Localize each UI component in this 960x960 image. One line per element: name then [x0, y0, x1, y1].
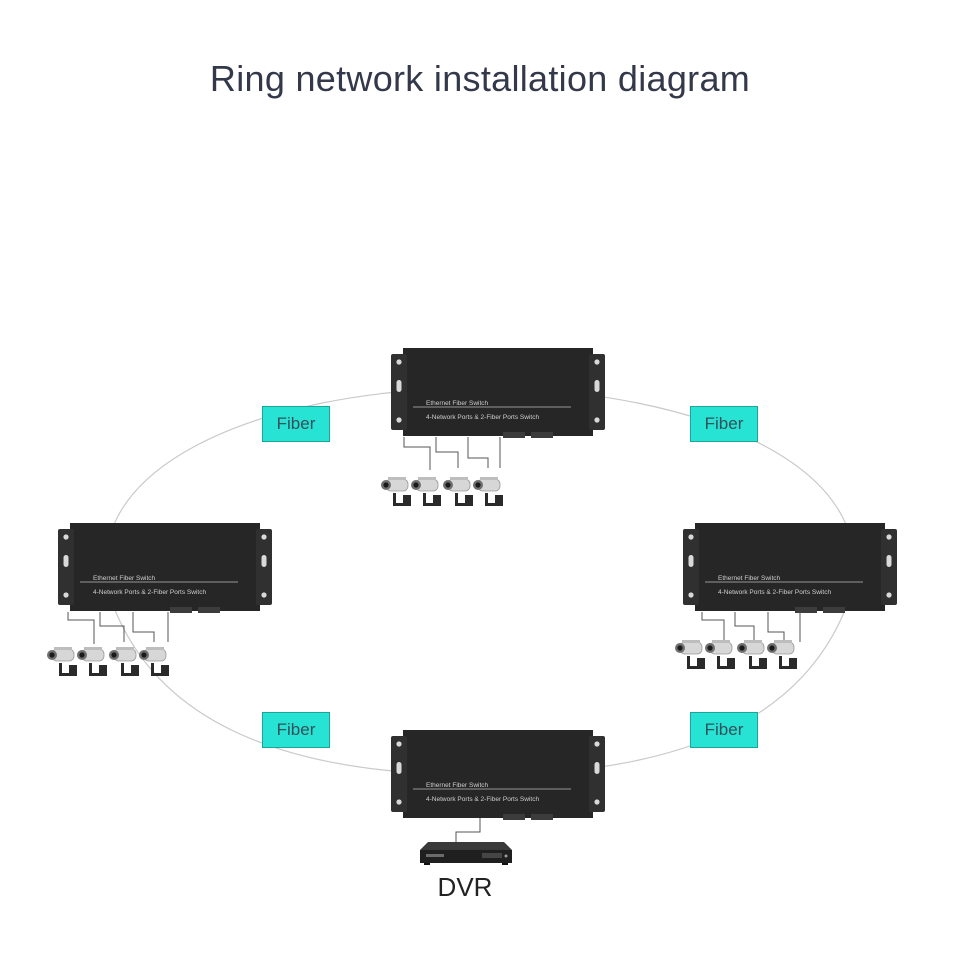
camera-left-2	[76, 646, 108, 677]
camera-left-4	[138, 646, 170, 677]
camera-right-2	[704, 639, 736, 670]
switch-bottom-line2: 4-Network Ports & 2-Fiber Ports Switch	[426, 796, 539, 803]
fiber-label-top-right: Fiber	[690, 406, 758, 442]
cameras-left	[67, 612, 169, 644]
diagram-title: Ring network installation diagram	[209, 58, 751, 99]
switch-left: Ethernet Fiber Switch 4-Network Ports & …	[57, 522, 273, 614]
switch-top: Ethernet Fiber Switch 4-Network Ports & …	[390, 347, 606, 439]
camera-right-1	[674, 639, 706, 670]
switch-right-line1: Ethernet Fiber Switch	[718, 575, 781, 582]
switch-right: Ethernet Fiber Switch 4-Network Ports & …	[682, 522, 898, 614]
switch-bottom: Ethernet Fiber Switch 4-Network Ports & …	[390, 729, 606, 821]
switch-top-line2: 4-Network Ports & 2-Fiber Ports Switch	[426, 414, 539, 421]
fiber-label-bottom-left: Fiber	[262, 712, 330, 748]
cameras-right	[701, 612, 801, 644]
switch-right-line2: 4-Network Ports & 2-Fiber Ports Switch	[718, 589, 831, 596]
dvr-device	[420, 842, 512, 865]
switch-left-line2: 4-Network Ports & 2-Fiber Ports Switch	[93, 589, 206, 596]
switch-top-line1: Ethernet Fiber Switch	[426, 400, 489, 407]
switch-left-line1: Ethernet Fiber Switch	[93, 575, 156, 582]
dvr-label: DVR	[437, 872, 493, 902]
camera-top-2	[410, 476, 442, 507]
camera-right-3	[736, 639, 768, 670]
camera-left-1	[46, 646, 78, 677]
fiber-label-top-left: Fiber	[262, 406, 330, 442]
cameras-top	[403, 437, 501, 470]
switch-bottom-line1: Ethernet Fiber Switch	[426, 782, 489, 789]
fiber-label-bottom-right: Fiber	[690, 712, 758, 748]
camera-top-4	[472, 476, 504, 507]
camera-right-4	[766, 639, 798, 670]
camera-left-3	[108, 646, 140, 677]
dvr-cable	[455, 818, 481, 846]
camera-top-3	[442, 476, 474, 507]
camera-top-1	[380, 476, 412, 507]
